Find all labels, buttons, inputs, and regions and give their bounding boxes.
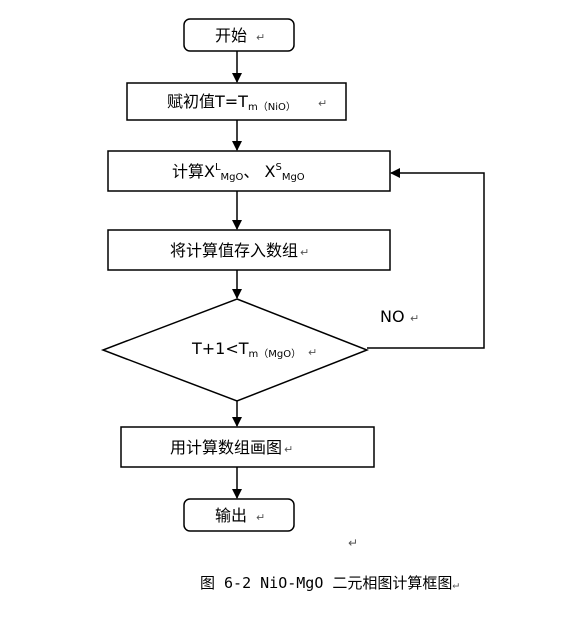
return-mark: ↵ [308, 346, 317, 359]
caption-text: 图 6-2 NiO-MgO 二元相图计算框图 [200, 574, 453, 592]
return-mark: ↵ [284, 443, 293, 456]
store-label: 将计算值存入数组 [170, 241, 298, 260]
end-node: 输出 ↵ [183, 498, 295, 532]
decision-label: T+1<Tm（MgO） [191, 339, 301, 360]
calc-sep: 、 X [243, 162, 275, 181]
calc-main: 计算X [172, 162, 215, 181]
decision-main: T+1<T [191, 339, 249, 358]
return-mark: ↵ [318, 97, 327, 110]
return-mark: ↵ [300, 246, 309, 259]
init-label: 赋初值T=Tm（NiO） [167, 92, 296, 113]
calc-sub2: MgO [282, 172, 305, 183]
figure-caption: 图 6-2 NiO-MgO 二元相图计算框图↵ [200, 572, 459, 593]
calc-label: 计算XLMgO、 XSMgO [172, 162, 305, 183]
no-label: NO [380, 307, 405, 326]
return-mark: ↵ [452, 578, 460, 591]
return-mark: ↵ [410, 312, 419, 325]
init-sub: m（NiO） [248, 101, 296, 113]
calc-sup1: L [215, 162, 221, 173]
decision-node: T+1<Tm（MgO） ↵ [100, 298, 370, 402]
decision-sub: m（MgO） [249, 348, 302, 360]
store-node: 将计算值存入数组 ↵ [107, 229, 391, 271]
end-label: 输出 [215, 506, 247, 525]
return-mark: ↵ [348, 536, 359, 550]
return-mark: ↵ [256, 511, 265, 524]
start-label: 开始 [215, 26, 247, 45]
calc-node: 计算XLMgO、 XSMgO [107, 150, 391, 192]
plot-node: 用计算数组画图 ↵ [120, 426, 375, 468]
init-node: 赋初值T=Tm（NiO） ↵ [126, 82, 347, 121]
calc-sub1: MgO [221, 172, 244, 183]
init-main: 赋初值T=T [167, 92, 248, 111]
return-mark: ↵ [256, 31, 265, 44]
calc-sup2: S [275, 162, 281, 173]
plot-label: 用计算数组画图 [170, 438, 282, 457]
arrow-no-loop [367, 168, 485, 349]
start-node: 开始 ↵ [183, 18, 295, 52]
